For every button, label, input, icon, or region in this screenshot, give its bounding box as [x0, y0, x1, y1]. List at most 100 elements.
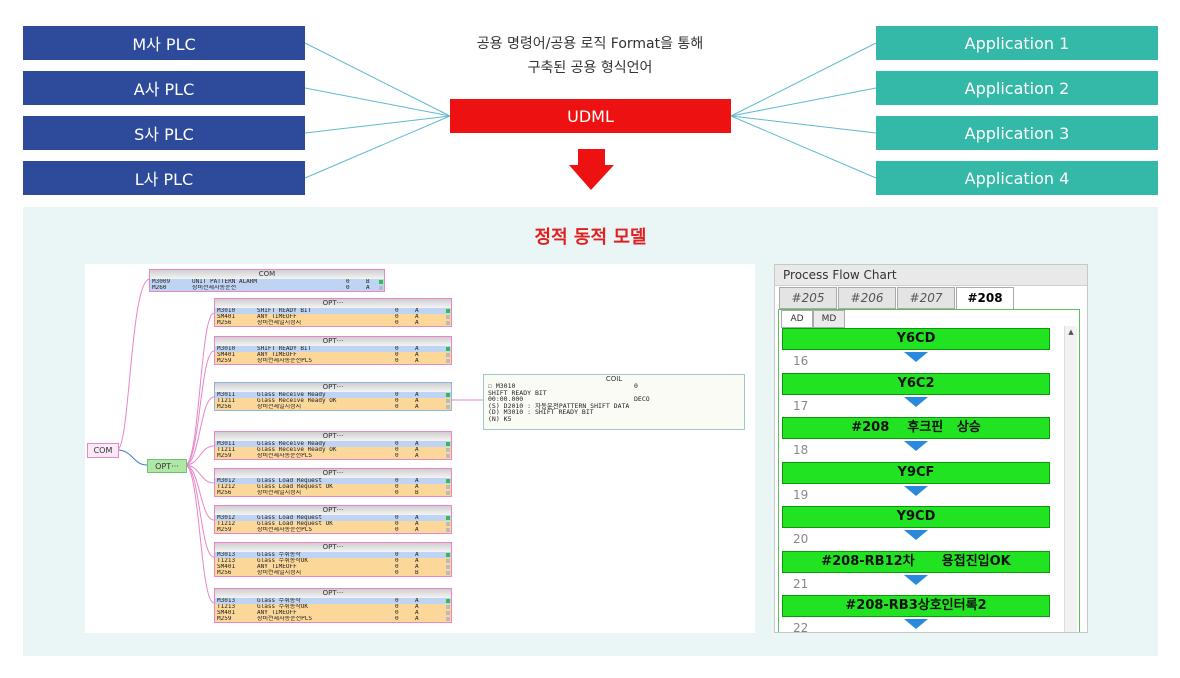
subtab-md[interactable]: MD [813, 310, 845, 328]
row-address: T1212 [217, 521, 236, 527]
row-value: 0 [395, 521, 399, 527]
flow-arrow-down-icon [904, 441, 928, 451]
plc-source-m: M사 PLC [23, 26, 305, 60]
row-label: 장비전체자동운전PLS [257, 616, 312, 622]
node-header: OPT··· [215, 506, 451, 515]
row-value: 0 [395, 616, 399, 622]
row-address: T1211 [217, 398, 236, 404]
flow-arrow-down-icon [904, 396, 928, 407]
status-square-icon [446, 405, 450, 409]
row-label: Glass Load Request [257, 515, 323, 521]
status-square-icon [446, 528, 450, 532]
row-type: A [415, 404, 419, 410]
row-type: A [415, 564, 419, 570]
tree-connector-line [184, 396, 215, 466]
tree-connector-line [184, 464, 215, 558]
row-type: A [415, 453, 419, 459]
row-address: SM401 [217, 314, 236, 320]
coil-line-text: 00:00.000 [488, 395, 524, 403]
row-address: M256 [217, 404, 232, 410]
row-label: 장비전체자동운전 [192, 285, 237, 291]
flow-step-number: 21 [793, 576, 809, 591]
row-type: A [366, 285, 370, 291]
row-address: M259 [217, 453, 232, 459]
flow-step-number: 18 [793, 443, 809, 457]
coil-line-text: ☐ M3010 [488, 382, 516, 390]
row-label: 장비전체일시정지 [257, 490, 302, 496]
node-header: OPT··· [215, 543, 451, 552]
plc-source-s: S사 PLC [23, 116, 305, 150]
tab-205[interactable]: #205 [779, 287, 837, 309]
row-value: 0 [395, 308, 399, 314]
application-3: Application 3 [876, 116, 1158, 150]
coil-line-text: SHIFT READY BIT [488, 388, 547, 397]
row-type: A [415, 521, 419, 527]
row-value: 0 [395, 598, 399, 604]
tree-opt-hub[interactable]: OPT··· [147, 459, 187, 473]
flow-step-box[interactable]: Y6C2 [782, 372, 1050, 395]
process-tabs: #205 #206 #207 #208 [779, 287, 1015, 310]
subtab-ad[interactable]: AD [781, 310, 813, 328]
row-type: A [415, 314, 419, 320]
row-value: 0 [395, 564, 399, 570]
subtabs: AD MD [781, 310, 845, 328]
coil-line: (D) M3010 : SHIFT READY BIT [484, 409, 744, 416]
flow-step-box[interactable]: Y9CF [782, 461, 1050, 484]
scroll-up-icon[interactable]: ▲ [1068, 328, 1074, 336]
tab-206[interactable]: #206 [838, 287, 896, 309]
flow-step-box[interactable]: #208 후크핀 상승 [782, 417, 1050, 439]
row-value: 0 [395, 610, 399, 616]
tree-connector-line [116, 449, 148, 466]
row-type: A [415, 352, 419, 358]
row-label: Glass Load Request OK [257, 484, 333, 490]
status-square-icon [379, 286, 383, 290]
tree-root-com[interactable]: COM [87, 443, 119, 458]
status-square-icon [446, 353, 450, 357]
row-label: SHIFT READY BIT [257, 308, 312, 314]
row-value: 0 [395, 478, 399, 484]
flow-step-number: 16 [793, 354, 809, 368]
row-address: M256 [217, 320, 232, 326]
row-label: Glass Receive Ready OK [257, 398, 337, 404]
row-value: 0 [395, 314, 399, 320]
flow-step-box[interactable]: Y9CD [782, 506, 1050, 528]
flow-step-box[interactable]: #208-RB12차 용접진입OK [782, 550, 1050, 573]
panel-title: 정적 동적 모델 [534, 227, 647, 248]
row-value: 0 [395, 404, 399, 410]
row-label: 장비전체일시정지 [257, 320, 302, 326]
application-2: Application 2 [876, 71, 1158, 105]
flow-arrow-down-icon [904, 574, 928, 585]
row-type: A [415, 604, 419, 610]
tab-208[interactable]: #208 [956, 287, 1014, 310]
row-type: A [415, 308, 419, 314]
flow-scrollbar[interactable]: ▲ [1064, 326, 1077, 632]
coil-line: (N) K5 [484, 415, 744, 423]
row-label: Glass Load Request [257, 478, 323, 484]
flow-step-box[interactable]: Y6CD [782, 328, 1050, 350]
row-address: T1212 [217, 484, 236, 490]
tab-207[interactable]: #207 [897, 287, 955, 309]
row-label: Glass 수취동작OK [257, 604, 308, 610]
flow-step-box[interactable]: #208-RB3상호인터록2 [782, 595, 1050, 617]
row-label: UNIT PATTERN ALARM [192, 279, 258, 285]
status-square-icon [446, 309, 450, 313]
status-square-icon [446, 516, 450, 520]
row-value: 0 [395, 358, 399, 364]
row-label: 장비전체일시정지 [257, 570, 302, 576]
